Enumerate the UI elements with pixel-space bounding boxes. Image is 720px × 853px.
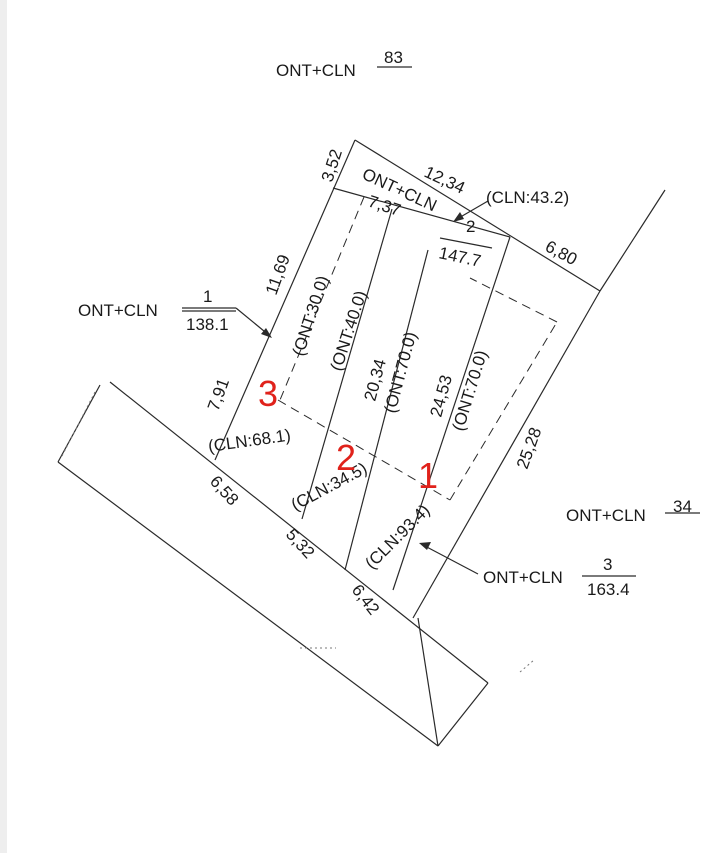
dimension-3-52: 3,52	[318, 147, 346, 184]
top-right-boundary	[599, 189, 666, 292]
arrow-head-icon	[261, 328, 272, 338]
parcel-1-area: 138.1	[186, 315, 229, 334]
bottom-right-boundary	[417, 617, 439, 747]
dimension-6-42: 6,42	[348, 581, 383, 619]
parcel-34-number: 34	[673, 497, 692, 516]
lot-number-1: 1	[418, 455, 438, 496]
parcel-1-number: 1	[203, 287, 212, 306]
dashed-left	[279, 196, 365, 401]
dimension-7-91: 7,91	[204, 376, 233, 414]
zone-cln-93-4: (CLN:93.4)	[361, 501, 433, 573]
lot-number-2: 2	[336, 437, 356, 478]
left-boundary	[214, 139, 356, 461]
leader-arrows	[182, 200, 489, 575]
dashed-bottom	[277, 399, 451, 501]
parcel-3-area: 163.4	[587, 580, 630, 599]
dashed-right	[449, 321, 558, 501]
dimension-5-32: 5,32	[282, 525, 318, 562]
road-lower-edge	[57, 461, 439, 747]
page-edge	[0, 0, 7, 853]
zone-cln-68-1: (CLN:68.1)	[207, 426, 292, 456]
dotted-marks	[61, 389, 535, 673]
road-upper-edge	[109, 381, 489, 684]
parcel-2-area: 147.7	[437, 243, 483, 270]
dimension-6-58: 6,58	[206, 472, 242, 509]
road-right-end	[437, 682, 489, 747]
parcel-1-land-use: ONT+CLN	[78, 301, 158, 320]
right-boundary	[412, 290, 601, 619]
parcel-2-number: 2	[466, 217, 475, 236]
parcel-2-cln-area: (CLN:43.2)	[486, 188, 569, 207]
zone-ont-40: (ONT:40.0)	[327, 288, 371, 373]
parcel-3-land-use: ONT+CLN	[483, 568, 563, 587]
lot-number-3: 3	[258, 373, 278, 414]
inner-top-line	[332, 187, 511, 238]
parcel-34-land-use: ONT+CLN	[566, 506, 646, 525]
division-line-3	[392, 236, 511, 591]
division-line-2	[344, 249, 429, 571]
dimension-6-80: 6,80	[542, 237, 580, 269]
lot-numbers: 3 2 1	[258, 373, 438, 496]
parcel-boundaries	[57, 139, 666, 747]
division-line-1	[301, 208, 393, 520]
fraction-bars	[182, 66, 700, 577]
zone-cln-34-5: (CLN:34.5)	[288, 459, 370, 515]
arrow-head-icon	[453, 212, 464, 222]
zone-ont-70-b: (ONT:70.0)	[449, 348, 491, 433]
parcel-3-number: 3	[603, 555, 612, 574]
dimension-25-28: 25,28	[513, 425, 545, 471]
zone-ont-30: (ONT:30.0)	[289, 273, 333, 358]
parcel-83-number: 83	[384, 48, 403, 67]
parcel-83-land-use: ONT+CLN	[276, 61, 356, 80]
dashed-top	[469, 277, 558, 323]
top-boundary	[354, 139, 601, 292]
arrow-head-icon	[419, 542, 431, 550]
construction-lines	[277, 196, 558, 501]
